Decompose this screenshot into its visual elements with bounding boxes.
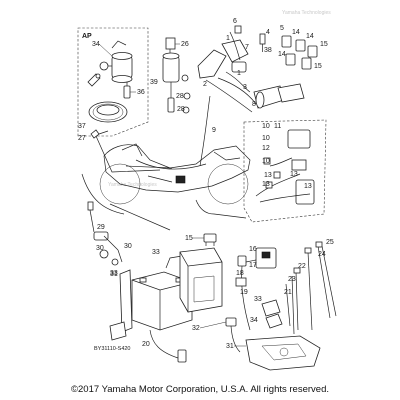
starter-relay: 16 17 18 19 xyxy=(235,246,277,331)
callout-30: 30 xyxy=(96,245,104,252)
callout-12: 12 xyxy=(262,145,270,152)
callout-32: 32 xyxy=(192,325,200,332)
connector-32: 32 xyxy=(192,317,241,353)
callout-22: 22 xyxy=(298,263,306,270)
callout-6: 6 xyxy=(233,18,237,25)
callout-10: 10 xyxy=(262,135,270,142)
callout-15: 15 xyxy=(320,41,328,48)
callout-25: 25 xyxy=(326,239,334,246)
main-switch-lock xyxy=(99,40,133,99)
callout-33: 33 xyxy=(254,296,262,303)
ring-bracket xyxy=(88,101,128,123)
cover-plate: 31 xyxy=(226,335,321,371)
screw-icon xyxy=(90,129,109,139)
relay-15: 15 xyxy=(185,233,217,246)
callout-18: 18 xyxy=(236,270,244,277)
callout-14: 14 xyxy=(278,51,286,58)
ecu-highlight xyxy=(175,175,186,184)
callout-3: 3 xyxy=(243,84,247,91)
callout-29: 29 xyxy=(97,224,105,231)
callout-13: 13 xyxy=(262,181,270,188)
callout-30: 30 xyxy=(124,243,132,250)
handlebar-switches: 6 1 1 2 3 4 7 38 5 14 14 15 14 15 8 xyxy=(197,18,328,113)
callout-23: 23 xyxy=(288,276,296,283)
callout-14: 14 xyxy=(306,33,314,40)
ap-inset: AP 34 36 37 27 xyxy=(77,27,149,142)
watermark: Yamaha Technologies xyxy=(108,182,157,188)
callout-31: 31 xyxy=(110,271,118,278)
callout-20: 20 xyxy=(142,341,150,348)
callout-1: 1 xyxy=(226,35,230,42)
callout-15: 15 xyxy=(185,235,193,242)
callout-13: 13 xyxy=(304,183,312,190)
callout-1: 1 xyxy=(237,70,241,77)
callout-8: 8 xyxy=(252,101,256,108)
callout-19: 19 xyxy=(240,289,248,296)
battery-box xyxy=(179,247,223,313)
sensor-assembly: 29 30 33 30 xyxy=(87,201,132,277)
ap-inset-frame xyxy=(77,27,149,137)
callout-2: 2 xyxy=(203,81,207,88)
start-switch-parts xyxy=(281,35,318,70)
part-code: BY31110-S420 xyxy=(94,346,131,352)
callout-26: 26 xyxy=(181,41,189,48)
callout-39: 39 xyxy=(150,79,158,86)
callout-4: 4 xyxy=(266,29,270,36)
callout-13: 13 xyxy=(290,171,298,178)
callout-9: 9 xyxy=(212,127,216,134)
callout-28: 28 xyxy=(176,93,184,100)
callout-7: 7 xyxy=(245,44,249,51)
callout-14: 14 xyxy=(292,29,300,36)
key-icon xyxy=(87,73,101,87)
left-handlebar-switch xyxy=(197,49,227,79)
callout-13: 13 xyxy=(264,172,272,179)
callout-17: 17 xyxy=(249,262,257,269)
callout-10: 10 xyxy=(262,123,270,130)
callout-35: 34 xyxy=(92,41,100,48)
cable-ties: 25 24 22 23 21 xyxy=(284,239,337,335)
callout-34: 34 xyxy=(250,317,258,324)
callout-37: 37 xyxy=(78,123,86,130)
callout-16: 16 xyxy=(249,246,257,253)
callout-11: 11 xyxy=(274,123,281,130)
callout-31: 31 xyxy=(226,343,234,350)
motorcycle-outline xyxy=(99,143,251,205)
callout-27: 27 xyxy=(78,135,86,142)
wire-harness-box: 10 11 10 12 10 13 13 13 13 xyxy=(243,119,327,223)
inset-label: AP xyxy=(82,33,92,40)
callout-15: 15 xyxy=(314,63,322,70)
callout-24: 24 xyxy=(318,251,326,258)
copyright-notice: ©2017 Yamaha Motor Corporation, U.S.A. A… xyxy=(71,384,329,395)
callout-5: 5 xyxy=(280,25,284,32)
callout-38: 38 xyxy=(264,47,272,54)
right-grip xyxy=(253,83,305,109)
fuse-clips: 33 34 xyxy=(250,296,283,329)
callout-28: 28 xyxy=(177,106,185,113)
callout-36: 36 xyxy=(137,89,145,96)
battery-strap: 31 xyxy=(109,269,133,341)
callout-10: 10 xyxy=(262,158,270,165)
callout-21: 21 xyxy=(284,289,292,296)
callout-33: 33 xyxy=(152,249,160,256)
harness-box-frame xyxy=(243,119,327,223)
watermark: Yamaha Technologies xyxy=(282,10,331,16)
screw-icon xyxy=(259,33,266,52)
callout-33: 33 xyxy=(110,270,118,277)
lock-cylinder-assembly: 26 39 28 28 xyxy=(150,37,191,114)
